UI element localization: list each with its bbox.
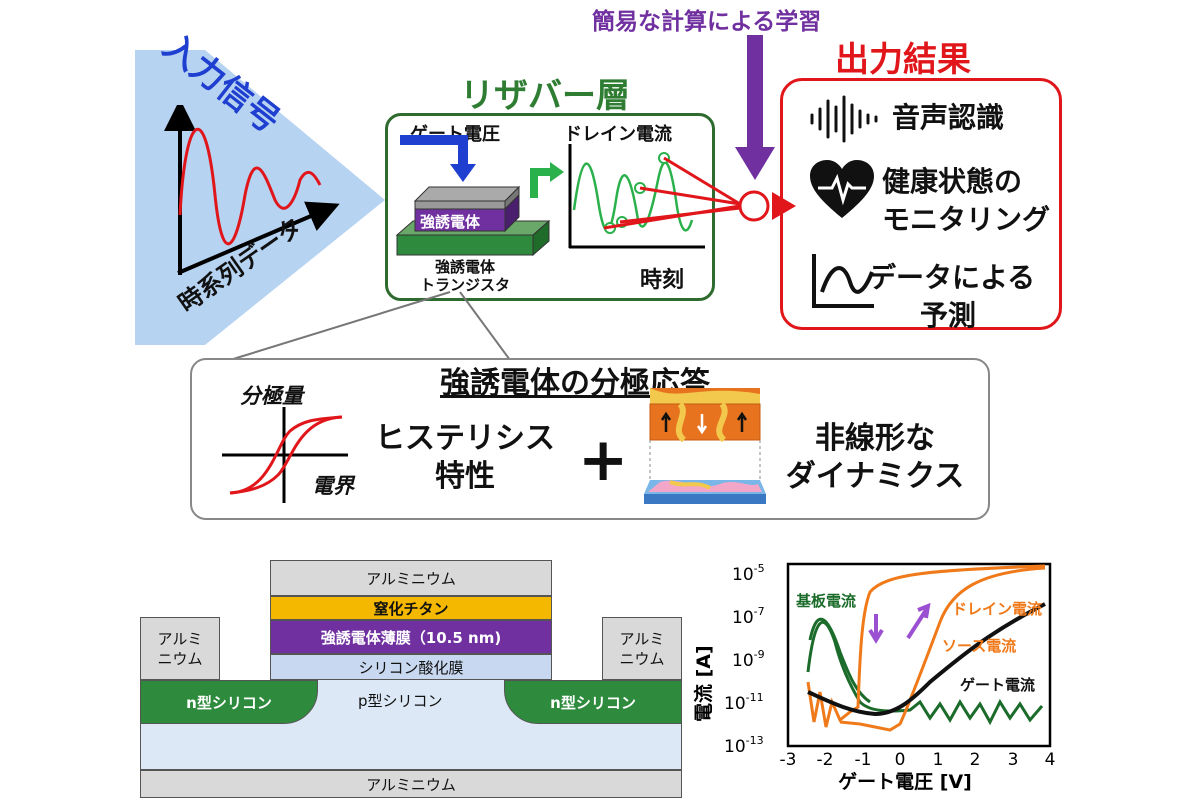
layer-tin: 窒化チタン: [270, 596, 552, 620]
iv-plot-frame: [786, 562, 1052, 748]
n-si-left-label: n型シリコン: [186, 693, 272, 712]
psi-label: p型シリコン: [358, 692, 443, 710]
legend-gate: ゲート電流: [960, 676, 1035, 694]
sweep-up-arrow: [906, 602, 931, 640]
left-al-label: アルミ ニウム: [157, 629, 203, 668]
top-al-label: アルミニウム: [366, 569, 456, 588]
reservoir-title: リザバー層: [460, 76, 630, 116]
output-predict-line2: 予測: [920, 299, 977, 332]
y-tick-2: 10-9: [732, 648, 765, 671]
sound-wave-icon: [810, 95, 878, 143]
ferro-transistor-label: 強誘電体 トランジスタ: [400, 258, 530, 294]
reservoir-box: [385, 113, 715, 301]
prediction-chart-icon: [812, 254, 874, 308]
learning-arrow: [735, 35, 775, 180]
drain-current-label: ドレイン電流: [564, 124, 672, 145]
tin-label: 窒化チタン: [373, 599, 449, 618]
callout-lines: [229, 291, 511, 361]
right-al-label: アルミ ニウム: [619, 629, 665, 668]
green-output-arrow: [530, 162, 564, 198]
input-arrow-shape: [135, 50, 385, 345]
output-health-line1: 健康状態の: [882, 165, 1023, 198]
time-label: 時刻: [640, 268, 685, 293]
layer-n-si-right: n型シリコン: [504, 680, 682, 724]
output-predict-line1: データによる: [868, 261, 1036, 294]
output-speech: 音声認識: [892, 101, 1005, 134]
plus-sign: +: [578, 425, 629, 495]
x-tick-6: 3: [1008, 750, 1019, 770]
nonlinear-line2: ダイナミクス: [785, 459, 965, 494]
layer-top-al: アルミニウム: [270, 560, 552, 596]
iv-y-ticks: 10-5 10-7 10-9 10-11 10-13: [724, 562, 765, 757]
output-health-line2: モニタリング: [882, 203, 1051, 236]
drain-current-curve: [806, 564, 1046, 728]
nonlinear-line1: 非線形な: [815, 421, 935, 456]
output-title: 出力結果: [835, 40, 971, 80]
x-tick-7: 4: [1045, 750, 1056, 770]
bottom-al-label: アルミニウム: [366, 775, 456, 794]
polarization-box: [190, 358, 990, 520]
layer-ferro-film: 強誘電体薄膜（10.5 nm): [270, 620, 552, 654]
layer-right-al: アルミ ニウム: [602, 617, 682, 680]
gate-current-curve: [807, 602, 1046, 717]
x-tick-5: 2: [970, 750, 981, 770]
substrate-current-curve: [806, 621, 1044, 726]
output-box: [780, 78, 1062, 330]
x-tick-3: 0: [895, 750, 906, 770]
source-current-curve: [839, 566, 1046, 732]
x-tick-1: -2: [817, 750, 834, 770]
nonlinear-text: 非線形な ダイナミクス: [775, 420, 975, 496]
ferro-transistor-line1: 強誘電体: [434, 258, 495, 276]
hysteresis-line2: 特性: [435, 459, 495, 494]
y-tick-3: 10-11: [724, 691, 764, 714]
hysteresis-line1: ヒステリシス: [375, 421, 555, 456]
ferro-transistor-line2: トランジスタ: [419, 276, 510, 294]
y-tick-4: 10-13: [724, 734, 764, 757]
domain-dynamics-image: [644, 388, 766, 504]
legend-substrate: 基板電流: [795, 592, 856, 610]
y-tick-1: 10-7: [732, 605, 765, 628]
layer-bottom-al: アルミニウム: [140, 770, 682, 798]
legend-source: ソース電流: [942, 637, 1016, 655]
iv-x-ticks: -3 -2 -1 0 1 2 3 4: [780, 750, 1056, 770]
iv-ylabel: 電流 [A]: [692, 645, 715, 722]
iv-plot: 電流 [A] 10-5 10-7 10-9 10-11 10-13 -3 -2 …: [692, 562, 1056, 793]
polarization-axis-y: 分極量: [240, 384, 303, 408]
sio2-label: シリコン酸化膜: [358, 658, 464, 677]
ferro-layer-label: 強誘電体: [420, 213, 481, 231]
ferro-film-label: 強誘電体薄膜（10.5 nm): [320, 628, 502, 647]
time-series-graph: [164, 105, 340, 275]
y-tick-0: 10-5: [732, 562, 765, 585]
learning-label: 簡易な計算による学習: [592, 9, 822, 35]
x-tick-0: -3: [780, 750, 797, 770]
sweep-down-arrow: [868, 614, 884, 644]
iv-xlabel: ゲート電圧 [V]: [838, 771, 972, 793]
polarization-axis-x: 電界: [312, 474, 354, 498]
readout-connections: [603, 156, 796, 230]
layer-left-al: アルミ ニウム: [140, 617, 220, 680]
x-tick-2: -1: [855, 750, 872, 770]
heart-icon: [810, 160, 874, 218]
gate-arrow: [400, 135, 476, 182]
layer-p-si-raised: [300, 680, 520, 720]
hysteresis-text: ヒステリシス 特性: [360, 420, 570, 496]
layer-sio2: シリコン酸化膜: [270, 654, 552, 680]
layer-n-si-left: n型シリコン: [140, 680, 318, 724]
legend-drain: ドレイン電流: [952, 600, 1042, 618]
hysteresis-loop: [222, 407, 348, 503]
n-si-right-label: n型シリコン: [550, 693, 636, 712]
x-tick-4: 1: [933, 750, 944, 770]
ferroelectric-transistor-3d: [395, 185, 551, 257]
